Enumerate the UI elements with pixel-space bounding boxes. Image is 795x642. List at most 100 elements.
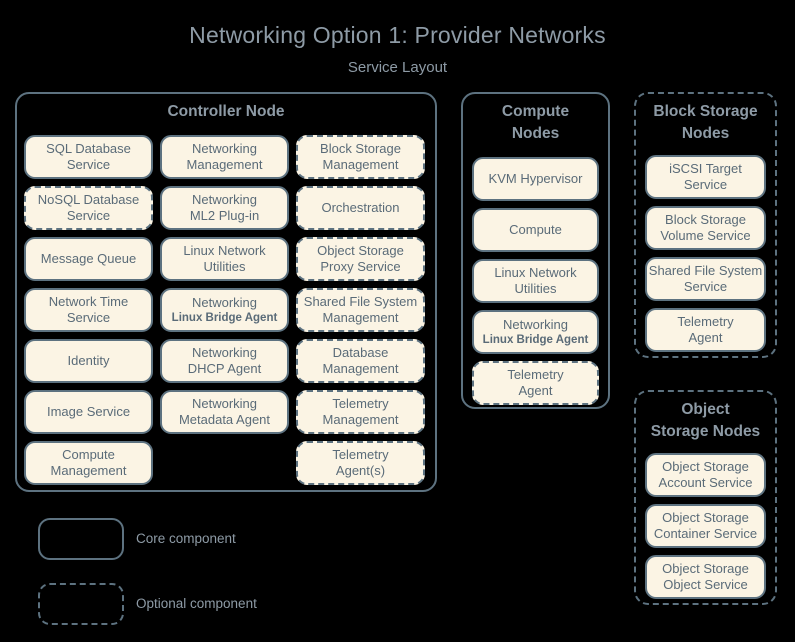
service-box-blockstorage-shared-file-system-service-line2: Service [683,279,728,294]
service-box-compute-telemetry-agent-line2: Agent [518,383,553,398]
legend-swatch-core [38,518,124,560]
service-box-image-service[interactable]: Image Service [24,390,153,434]
service-box-orchestration[interactable]: Orchestration [296,186,425,230]
service-box-telemetry-management-line1: Telemetry [332,396,389,412]
compute-nodes-title: Compute Nodes [463,94,608,145]
service-box-shared-file-system-management-line1: Shared File System [303,294,418,310]
service-box-compute-linux-network-utilities-line1: Linux Network [494,265,577,281]
service-box-linux-network-utilities-line1: Linux Network [183,243,266,259]
service-box-blockstorage-block-storage-volume-service-line2: Volume Service [660,228,751,243]
block-storage-nodes-title: Block Storage Nodes [636,94,775,145]
service-box-identity-line1: Identity [67,353,110,369]
service-box-object-storage-proxy-service-line2: Proxy Service [320,259,401,274]
service-box-identity[interactable]: Identity [24,339,153,383]
service-box-blockstorage-telemetry-agent-line2: Agent [688,330,723,345]
service-box-objectstorage-object-storage-account-service-line1: Object Storage [662,459,749,475]
service-box-compute-telemetry-agent-line1: Telemetry [507,367,564,383]
service-box-networking-linux-bridge-agent-line2: Linux Bridge Agent [171,311,278,324]
service-box-objectstorage-object-storage-object-service-line1: Object Storage [662,561,749,577]
service-box-telemetry-agent-s-line2: Agent(s) [335,463,386,478]
service-box-sql-database-service-line1: SQL Database [46,141,131,157]
service-box-compute-compute[interactable]: Compute [472,208,599,252]
service-box-image-service-line1: Image Service [46,404,131,420]
page-subtitle: Service Layout [347,59,448,76]
service-box-sql-database-service-line2: Service [66,157,111,172]
block-storage-title-line1: Block Storage [653,103,758,120]
service-box-blockstorage-iscsi-target-service-line1: iSCSI Target [669,161,742,177]
legend-label-core: Core component [136,531,236,546]
service-box-networking-management-line1: Networking [191,141,258,157]
service-box-networking-ml2-plug-in-line2: ML2 Plug-in [189,208,260,223]
service-box-compute-linux-network-utilities-line2: Utilities [514,281,557,296]
object-storage-title-line2: Storage Nodes [650,423,761,440]
service-box-objectstorage-object-storage-container-service-line2: Container Service [653,526,758,541]
service-box-database-management-line2: Management [322,361,399,376]
compute-nodes-title-line1: Compute [501,103,570,120]
service-box-shared-file-system-management-line2: Management [322,310,399,325]
service-box-objectstorage-object-storage-container-service-line1: Object Storage [662,510,749,526]
service-box-telemetry-management-line2: Management [322,412,399,427]
service-box-linux-network-utilities-line2: Utilities [203,259,246,274]
service-box-block-storage-management-line1: Block Storage [320,141,401,157]
service-box-compute-management-line1: Compute [62,447,115,463]
service-box-blockstorage-block-storage-volume-service-line1: Block Storage [665,212,746,228]
service-box-telemetry-agent-s-line1: Telemetry [332,447,389,463]
service-box-compute-management-line2: Management [50,463,127,478]
service-box-objectstorage-object-storage-object-service-line2: Object Service [663,577,748,592]
object-storage-title-line1: Object [681,401,730,418]
service-box-network-time-service-line1: Network Time [48,294,129,310]
service-box-blockstorage-shared-file-system-service-line1: Shared File System [648,263,763,279]
legend-label-optional: Optional component [136,596,257,611]
block-storage-title-line2: Nodes [681,125,730,142]
service-box-compute-kvm-hypervisor[interactable]: KVM Hypervisor [472,157,599,201]
service-box-object-storage-proxy-service-line1: Object Storage [317,243,404,259]
page-title: Networking Option 1: Provider Networks [189,22,606,48]
object-storage-nodes-title: Object Storage Nodes [636,392,775,443]
service-box-block-storage-management-line2: Management [322,157,399,172]
compute-nodes-title-line2: Nodes [511,125,560,142]
service-box-orchestration-line1: Orchestration [321,200,400,216]
service-box-compute-networking-linux-bridge-agent-line2: Linux Bridge Agent [482,333,589,346]
service-box-compute-compute-line1: Compute [509,222,562,238]
service-box-database-management-line1: Database [332,345,389,361]
service-box-blockstorage-iscsi-target-service-line2: Service [683,177,728,192]
service-box-message-queue[interactable]: Message Queue [24,237,153,281]
service-box-networking-dhcp-agent-line1: Networking [191,345,258,361]
service-box-objectstorage-object-storage-account-service-line2: Account Service [658,475,753,490]
service-box-message-queue-line1: Message Queue [40,251,137,267]
service-box-networking-linux-bridge-agent-line1: Networking [191,295,258,311]
service-box-networking-ml2-plug-in-line1: Networking [191,192,258,208]
service-box-networking-metadata-agent-line1: Networking [191,396,258,412]
service-box-nosql-database-service-line1: NoSQL Database [37,192,140,208]
service-box-networking-management-line2: Management [186,157,263,172]
legend-swatch-optional [38,583,124,625]
service-box-compute-networking-linux-bridge-agent-line1: Networking [502,317,569,333]
service-box-compute-kvm-hypervisor-line1: KVM Hypervisor [488,171,583,187]
